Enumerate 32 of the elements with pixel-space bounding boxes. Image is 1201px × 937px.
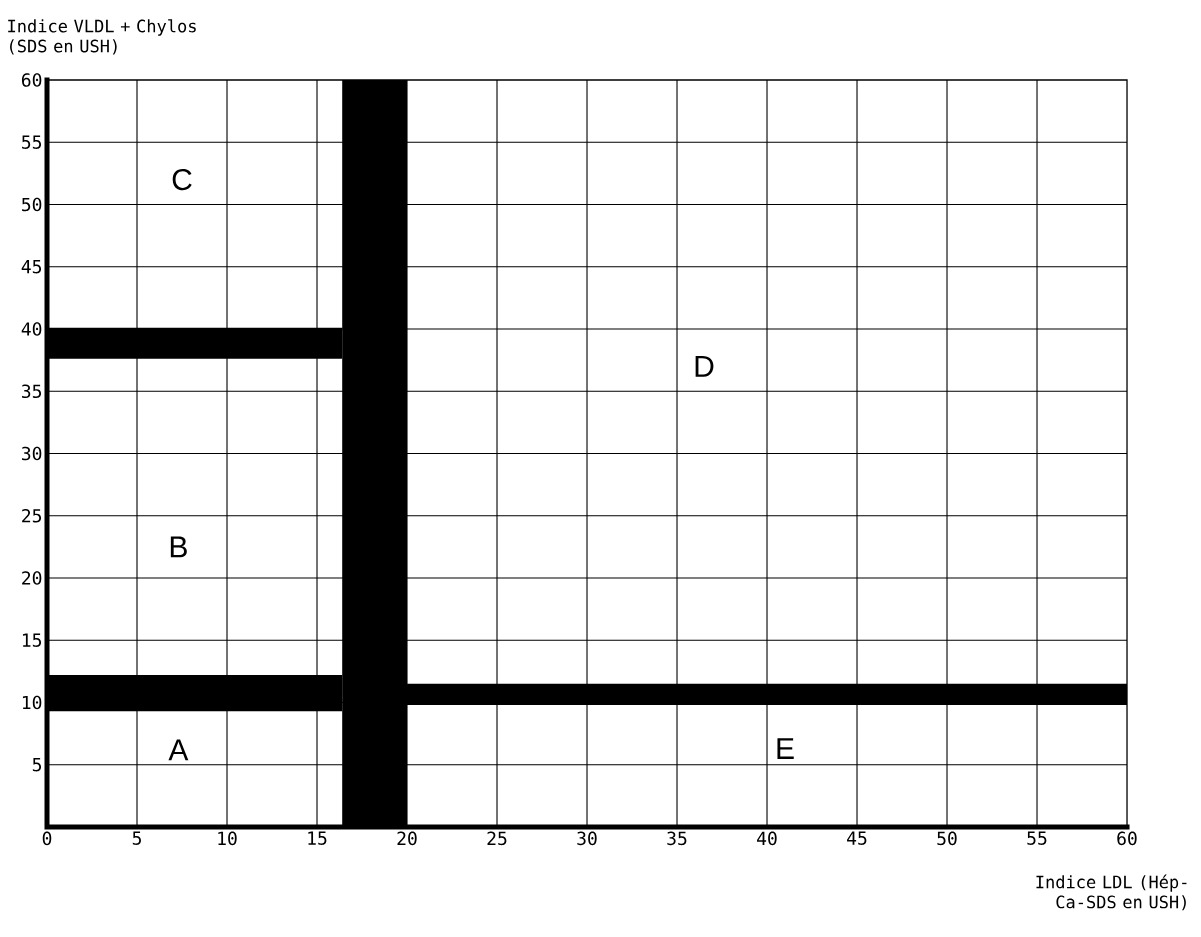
tick-label: 35 — [667, 831, 687, 846]
tick-label: 15 — [22, 633, 42, 647]
tick-label: 25 — [487, 831, 507, 846]
tick-label: 20 — [22, 571, 42, 585]
tick-label: 40 — [21, 322, 42, 336]
region-letter: D — [695, 356, 714, 377]
tick-label: 45 — [847, 831, 867, 845]
tick-label: 50 — [937, 831, 957, 846]
axis-label: Indice LDL (Hép-Ca-SDS en USH) — [1036, 874, 1187, 911]
tick-label: 60 — [21, 73, 42, 87]
tick-label: 30 — [577, 831, 597, 846]
region-letter: E — [777, 738, 794, 759]
tick-label: 10 — [22, 695, 42, 710]
tick-label: 30 — [22, 446, 42, 461]
tick-label: 5 — [132, 831, 141, 845]
tick-label: 10 — [218, 831, 237, 846]
region-letter: A — [168, 739, 189, 761]
tick-label: 55 — [1027, 831, 1047, 845]
tick-label: 0 — [42, 831, 52, 846]
region-letter: C — [172, 168, 192, 191]
tick-label: 5 — [32, 758, 42, 772]
tick-label: 50 — [22, 197, 42, 212]
region-letter: B — [170, 536, 187, 558]
tick-label: 45 — [21, 260, 42, 274]
tick-label: 60 — [1117, 831, 1137, 846]
tick-label: 35 — [22, 384, 42, 399]
tick-label: 25 — [22, 508, 42, 523]
tick-label: 55 — [22, 135, 42, 149]
tick-label: 15 — [308, 831, 327, 845]
tick-label: 20 — [397, 831, 417, 846]
axis-label: Indice VLDL + Chylos (SDS en USH) — [8, 19, 196, 55]
tick-label: 40 — [757, 831, 777, 846]
